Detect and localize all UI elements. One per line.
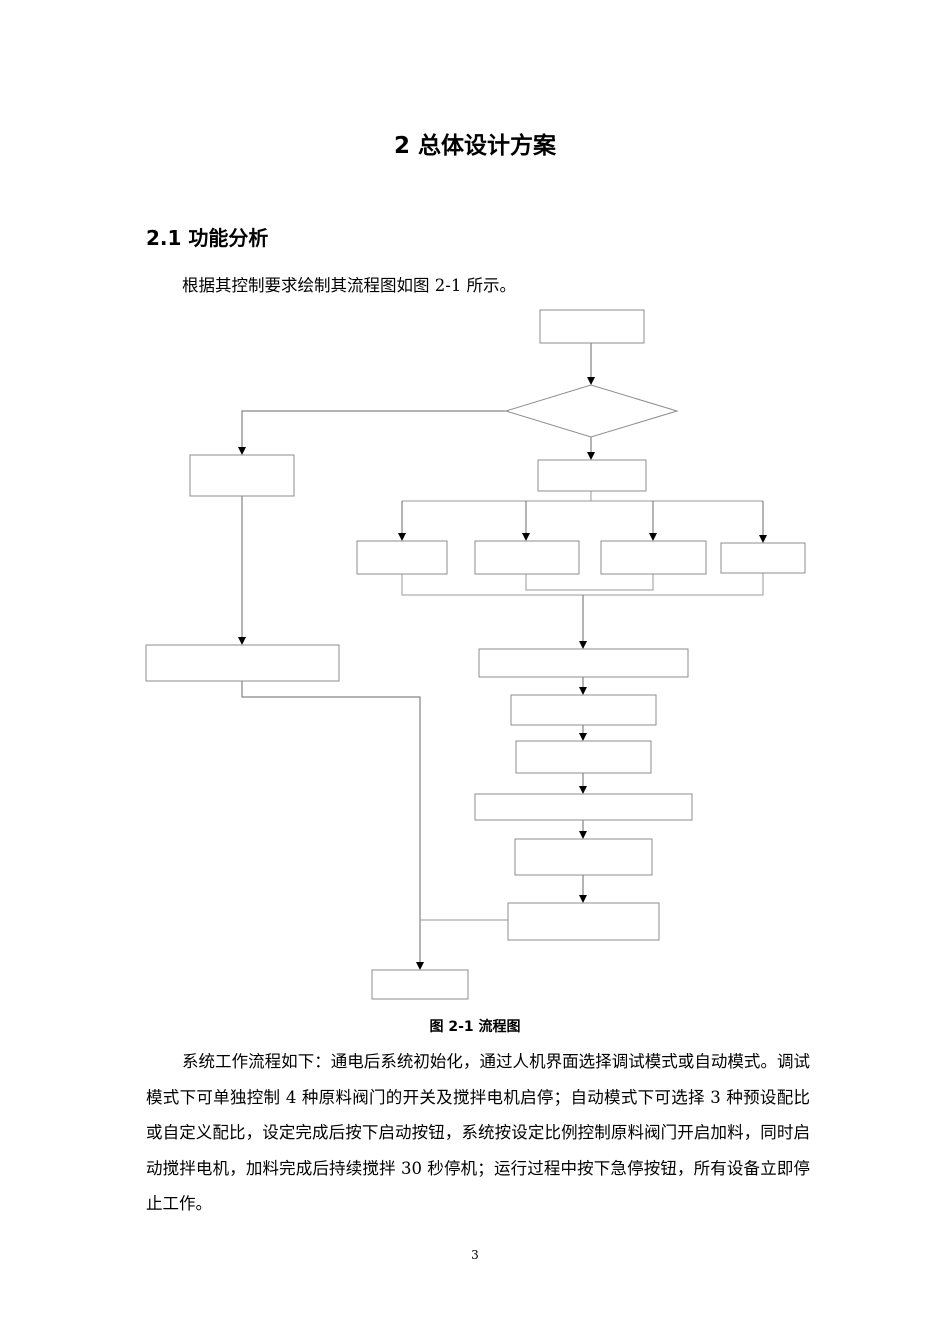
flowchart-arrowheads: [238, 377, 767, 970]
node-set-ratio: [478, 648, 689, 678]
node-open-valves: [515, 740, 652, 774]
flowchart-connectors: [241, 343, 764, 962]
arrowhead: [579, 786, 587, 794]
arrowhead: [587, 377, 595, 385]
arrowhead: [416, 962, 424, 970]
arrowhead: [579, 641, 587, 649]
node-ratio-2: [474, 540, 580, 575]
node-start-mixer: [474, 793, 693, 821]
arrowhead: [238, 447, 246, 455]
arrowhead: [579, 895, 587, 903]
arrowhead: [579, 733, 587, 741]
arrowhead: [238, 637, 246, 645]
arrowhead: [587, 452, 595, 460]
chapter-title: 2 总体设计方案: [393, 133, 556, 159]
arrowhead: [522, 533, 530, 541]
connector-decision-left: [241, 410, 506, 448]
node-ratio-1: [356, 540, 448, 575]
node-ratio-3: [600, 540, 707, 575]
node-press-start: [510, 694, 657, 726]
arrowhead: [649, 533, 657, 541]
merge-bar: [401, 573, 764, 596]
flowchart-nodes: [145, 309, 806, 1000]
node-debug-mode: [189, 454, 295, 497]
node-start: [539, 309, 645, 344]
node-end: [371, 969, 469, 1000]
page-number: 3: [471, 1248, 479, 1262]
arrowhead: [579, 831, 587, 839]
flowchart: [145, 309, 806, 1000]
arrowhead: [398, 533, 406, 541]
node-auto-mode: [537, 459, 647, 492]
figure-caption: 图 2-1 流程图: [429, 1019, 521, 1035]
connector-left-to-end: [241, 681, 421, 962]
node-feeding-done: [514, 838, 653, 876]
section-title: 2.1 功能分析: [146, 226, 269, 250]
node-mix-30s: [507, 902, 660, 941]
arrowhead: [579, 687, 587, 695]
merge-inner: [525, 574, 654, 591]
node-mode-decision: [504, 384, 679, 438]
intro-paragraph: 根据其控制要求绘制其流程图如图 2-1 所示。: [182, 276, 517, 295]
body-paragraph: 系统工作流程如下：通电后系统初始化，通过人机界面选择调试模式或自动模式。调试模式…: [146, 1052, 810, 1213]
arrowhead: [759, 535, 767, 543]
node-debug-control: [145, 644, 340, 682]
node-ratio-custom: [720, 542, 806, 574]
